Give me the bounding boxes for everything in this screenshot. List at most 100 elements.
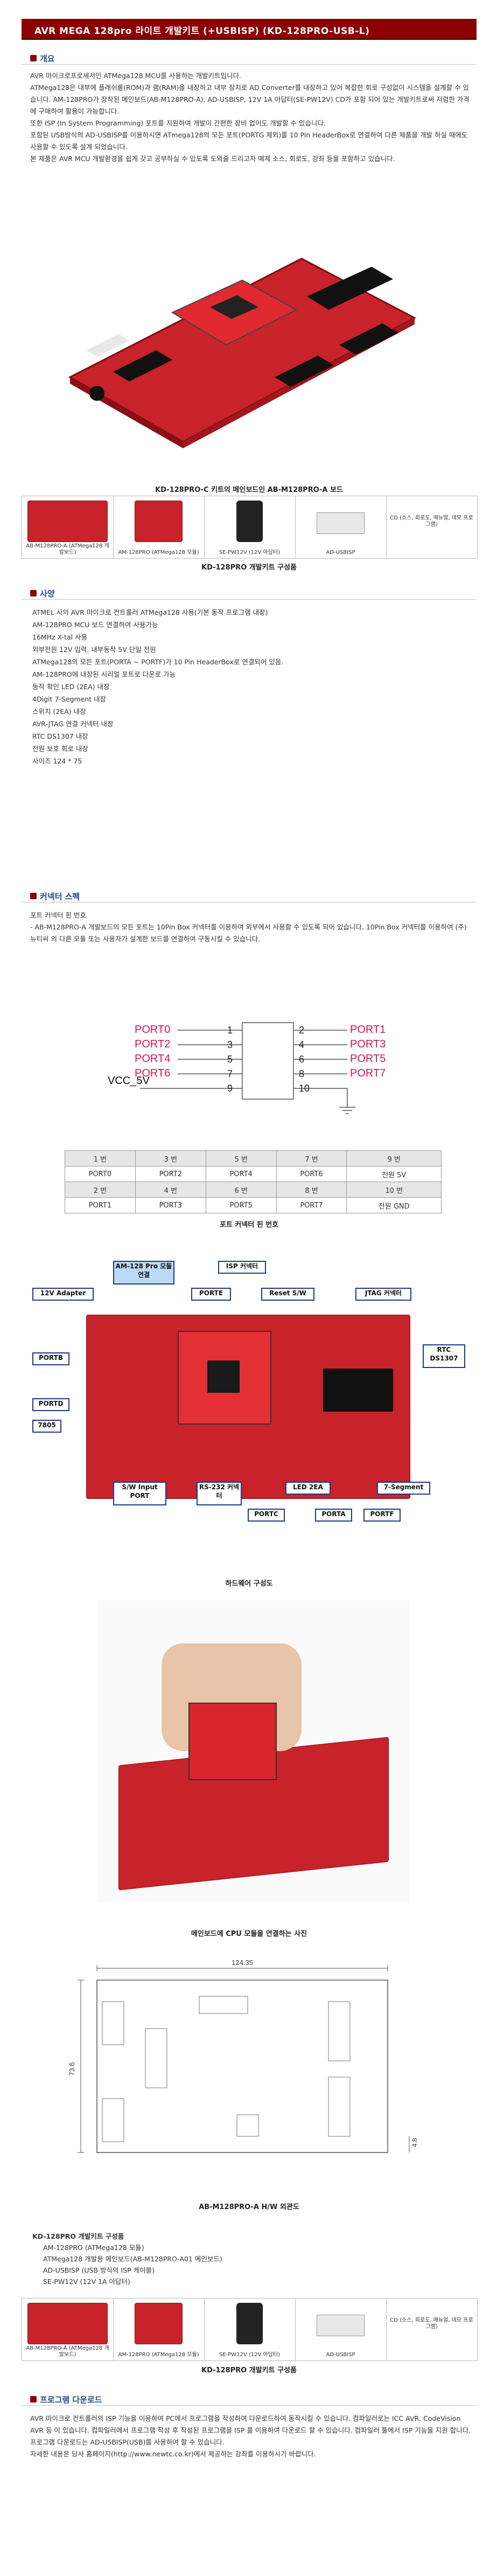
- table-row: 2 번 4 번 6 번 8 번 10 번: [65, 1182, 442, 1198]
- svg-text:9: 9: [227, 1083, 233, 1094]
- kit-item: AM-128PRO (ATMega128 모듈): [113, 2299, 205, 2360]
- drawing-caption: AB-M128PRO-A H/W 외관도: [199, 2203, 299, 2211]
- usbisp-thumbnail: [317, 512, 365, 534]
- label-reset: Reset S/W: [261, 1288, 314, 1301]
- svg-text:1: 1: [227, 1025, 233, 1036]
- overview-paragraph: ATMega128은 내부에 플래쉬롬(ROM)과 램(RAM)을 내장하고 내…: [30, 84, 470, 115]
- main-board-photo: [48, 216, 425, 469]
- pin-lines: [140, 1030, 355, 1114]
- download-paragraph: 자세한 내용은 당사 홈페이지(http://www.newtc.co.kr)에…: [30, 2450, 316, 2458]
- heading-bullet-icon: [30, 893, 37, 899]
- svg-text:6: 6: [299, 1054, 304, 1065]
- label-7805: 7805: [32, 1420, 61, 1433]
- label-porte: PORTE: [191, 1288, 231, 1301]
- svg-text:5: 5: [227, 1054, 233, 1065]
- spec-item: RTC DS1307 내장: [32, 732, 88, 740]
- download-paragraph: 프로그램 다운로드는 AD-USBISP(USB)를 사용하여 할 수 있습니다…: [30, 2438, 225, 2446]
- height-dimension: 73.6: [68, 2062, 76, 2075]
- title-bar: AVR MEGA 128pro 라이트 개발키트 (+USBISP) (KD-1…: [22, 19, 477, 40]
- download-text: AVR 마이크로 컨트롤러의 ISP 기능을 이용하여 PC에서 프로그램을 작…: [30, 2413, 472, 2460]
- download-paragraph: AVR 마이크로 컨트롤러의 ISP 기능을 이용하여 PC에서 프로그램을 작…: [30, 2414, 471, 2434]
- pin-labels: PORT0 PORT2 PORT4 PORT6 PORT1 PORT3 PORT…: [135, 1024, 386, 1079]
- label-segment: 7-Segment: [377, 1482, 430, 1495]
- label-jtag: JTAG 커넥터: [355, 1288, 411, 1301]
- pin-numbers: 1 3 5 7 9 2 4 6 8 10: [227, 1025, 310, 1094]
- spec-item: 사이즈 124 * 75: [32, 757, 82, 765]
- spec-item: AM-128PRO에 내장된 시리얼 포트로 다운로 가능: [32, 670, 176, 678]
- main-board-thumbnail: [27, 501, 108, 542]
- pin-table-caption: 포트 커넥터 핀 번호: [219, 1221, 279, 1229]
- connector-paragraph: - AB-M128PRO-A 개발보드의 모든 포트는 10Pin Box 커넥…: [30, 923, 467, 943]
- spec-item: 동작 확인 LED (2EA) 내장: [32, 683, 110, 691]
- svg-text:8: 8: [299, 1068, 304, 1079]
- kit-list-item: AD-USBISP (USB 방식의 ISP 케이블): [43, 2266, 155, 2274]
- pin-label-right-6: PORT5: [350, 1053, 386, 1065]
- kit-caption: KD-128PRO 개발키트 구성품: [201, 564, 297, 572]
- main-board-caption: KD-128PRO-C 키트의 메인보드인 AB-M128PRO-A 보드: [155, 486, 343, 494]
- pin-label-left-3: PORT2: [135, 1038, 170, 1050]
- spec-heading: 사양: [22, 586, 477, 600]
- label-adapter: 12V Adapter: [32, 1288, 94, 1301]
- usbisp-thumbnail: [317, 2315, 365, 2336]
- label-portc: PORTC: [248, 1509, 285, 1522]
- heading-bullet-icon: [30, 55, 37, 61]
- connector-pin-diagram: PORT0 PORT2 PORT4 PORT6 PORT1 PORT3 PORT…: [108, 1022, 386, 1114]
- kit-item: AD-USBISP: [295, 496, 387, 558]
- overview-paragraph: AVR 마이크로프로세서인 ATMega128 MCU를 사용하는 개발키트입니…: [30, 72, 242, 80]
- svg-text:3: 3: [227, 1039, 233, 1050]
- kit-item: CD (소스, 회로도, 매뉴얼, 데모 프로그램): [390, 515, 473, 527]
- photo-caption: 메인보드에 CPU 모듈을 연결하는 사진: [191, 1930, 307, 1938]
- overview-text: AVR 마이크로프로세서인 ATMega128 MCU를 사용하는 개발키트입니…: [30, 70, 472, 165]
- seven-segment-image: [323, 1369, 393, 1412]
- svg-text:4: 4: [299, 1039, 304, 1050]
- label-rs232: RS-232 커넥터: [197, 1482, 242, 1505]
- small-dimension: 4.8: [411, 2138, 418, 2147]
- hardware-caption: 하드웨어 구성도: [225, 1580, 273, 1588]
- svg-text:2: 2: [299, 1025, 304, 1036]
- pin-label-right-2: PORT1: [350, 1024, 386, 1036]
- spec-item: 16MHz X-tal 사용: [32, 633, 88, 641]
- width-dimension: 124.35: [232, 1959, 253, 1967]
- kit-item: AB-M128PRO-A (ATMega128 개발보드): [22, 2299, 114, 2360]
- spec-item: ATMEL 사의 AVR 마이크로 컨트롤러 ATMega128 사용(기본 동…: [32, 608, 268, 616]
- table-row: 1 번 3 번 5 번 7 번 9 번: [65, 1150, 442, 1167]
- label-rtc: RTC DS1307: [423, 1344, 465, 1368]
- pin-table: 1 번 3 번 5 번 7 번 9 번 PORT0 PORT2 PORT4 PO…: [65, 1150, 442, 1213]
- hw-outline-drawing: 124.35 73.6 4.8: [68, 1959, 418, 2153]
- spec-item: AM-128PRO MCU 보드 연결하여 사용가능: [32, 621, 158, 629]
- spec-list: ATMEL 사의 AVR 마이크로 컨트롤러 ATMega128 사용(기본 동…: [32, 606, 463, 767]
- pin-label-left-5: PORT4: [135, 1053, 170, 1065]
- cpu-module-photo: [188, 1703, 277, 1780]
- label-switch-port: S/W Input PORT: [113, 1482, 166, 1505]
- main-board-image: [68, 258, 417, 448]
- kit-components-table: AB-M128PRO-A (ATMega128 개발보드) AM-128PRO …: [22, 496, 478, 559]
- module-thumbnail: [135, 2303, 183, 2344]
- svg-text:7: 7: [227, 1068, 233, 1079]
- spec-item: 4Digit 7-Segment 내장: [32, 695, 107, 703]
- divider: [22, 64, 477, 65]
- heading-bullet-icon: [30, 2396, 37, 2403]
- divider: [22, 599, 477, 600]
- label-portb: PORTB: [32, 1352, 69, 1365]
- overview-heading: 개요: [22, 51, 477, 65]
- kit-item: SE-PW12V (12V 아답터): [204, 496, 296, 558]
- main-board-thumbnail: [27, 2303, 108, 2344]
- page-title: AVR MEGA 128pro 라이트 개발키트 (+USBISP) (KD-1…: [34, 26, 370, 37]
- kit-components-table-2: AB-M128PRO-A (ATMega128 개발보드) AM-128PRO …: [22, 2298, 478, 2361]
- module-connect-photo: [97, 1600, 409, 1902]
- kit-caption-2: KD-128PRO 개발키트 구성품: [201, 2366, 297, 2374]
- pin-label-left-1: PORT0: [135, 1024, 170, 1036]
- label-porta: PORTA: [315, 1509, 352, 1522]
- kit-item: AM-128PRO (ATMega128 모듈): [113, 496, 205, 558]
- kit-list-item: SE-PW12V (12V 1A 아답터): [43, 2278, 130, 2286]
- divider: [22, 2405, 477, 2406]
- overview-paragraph: 본 제품은 AVR MCU 개발환경을 쉽게 갖고 공부하실 수 있도록 도와줄…: [30, 155, 395, 163]
- cpu-chip-image: [207, 1360, 240, 1393]
- module-thumbnail: [135, 501, 183, 542]
- label-isp: ISP 커넥터: [218, 1261, 266, 1274]
- svg-text:10: 10: [299, 1083, 310, 1094]
- heading-bullet-icon: [30, 590, 37, 596]
- adapter-thumbnail: [236, 2303, 263, 2344]
- connector-text: 포트 커넥터 핀 번호 - AB-M128PRO-A 개발보드의 모든 포트는 …: [30, 909, 472, 945]
